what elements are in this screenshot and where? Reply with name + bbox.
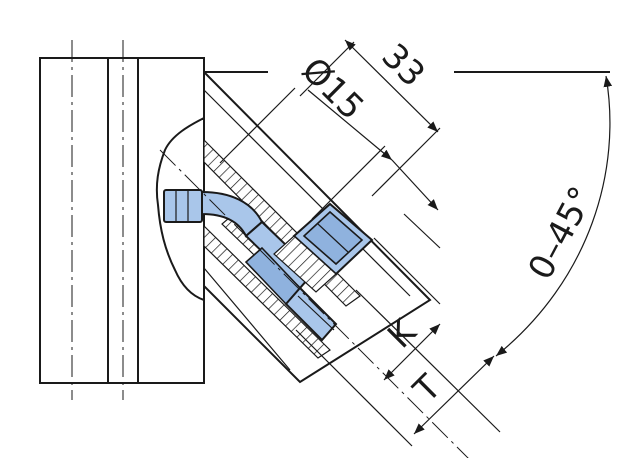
wall-cutaway [155,116,205,302]
fitting-assembly [163,189,374,342]
dimension-lines [307,39,613,435]
t-label: T [405,367,449,411]
extension-lines [219,41,610,447]
diameter-label: Ø15 [294,50,372,128]
length-label: 33 [374,36,433,95]
angle-label: 0–45° [521,180,603,286]
